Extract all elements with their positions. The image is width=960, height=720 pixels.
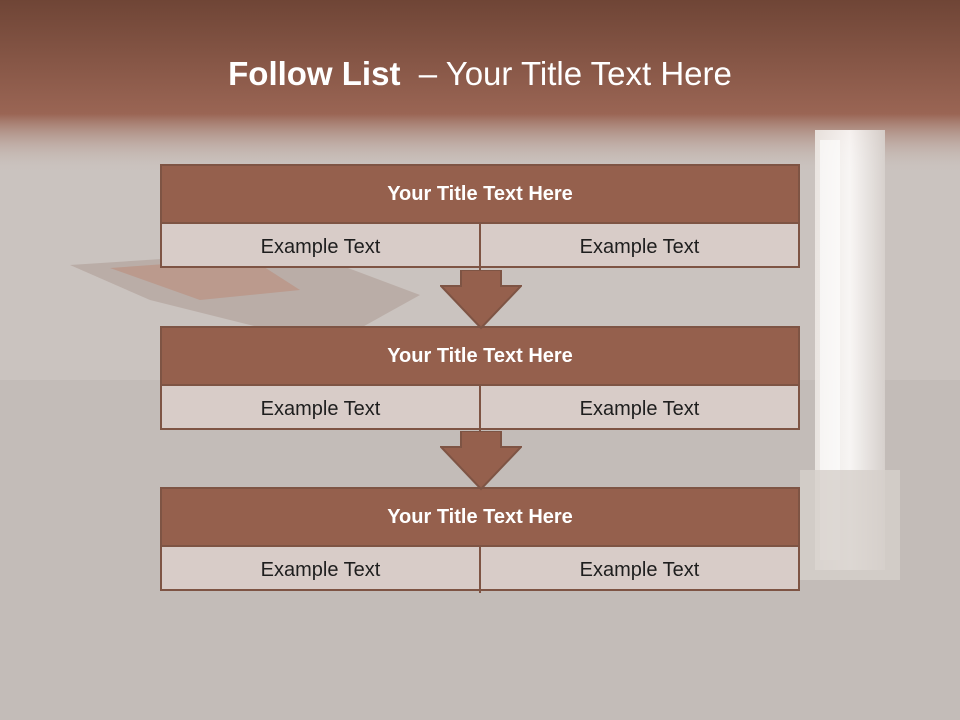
flow-step-2: Your Title Text Here Example Text Exampl… [160, 326, 800, 432]
step-2-title: Your Title Text Here [162, 328, 798, 386]
title-rest-part: – Your Title Text Here [400, 55, 732, 92]
down-arrow-icon [440, 431, 522, 491]
step-2-right-text: Example Text [479, 386, 798, 432]
slide-title: Follow List – Your Title Text Here [0, 55, 960, 93]
step-1-title: Your Title Text Here [162, 166, 798, 224]
step-3-left-text: Example Text [260, 558, 381, 581]
title-bold-part: Follow List [228, 55, 401, 92]
flow-step-1: Your Title Text Here Example Text Exampl… [160, 164, 800, 270]
step-1-right-text: Example Text [479, 224, 798, 270]
step-3-right-text: Example Text [479, 547, 798, 593]
step-2-left-text: Example Text [260, 397, 381, 420]
down-arrow-icon [440, 270, 522, 330]
flow-step-3: Your Title Text Here Example Text Exampl… [160, 487, 800, 593]
step-1-left-text: Example Text [260, 235, 381, 258]
step-3-title: Your Title Text Here [162, 489, 798, 547]
